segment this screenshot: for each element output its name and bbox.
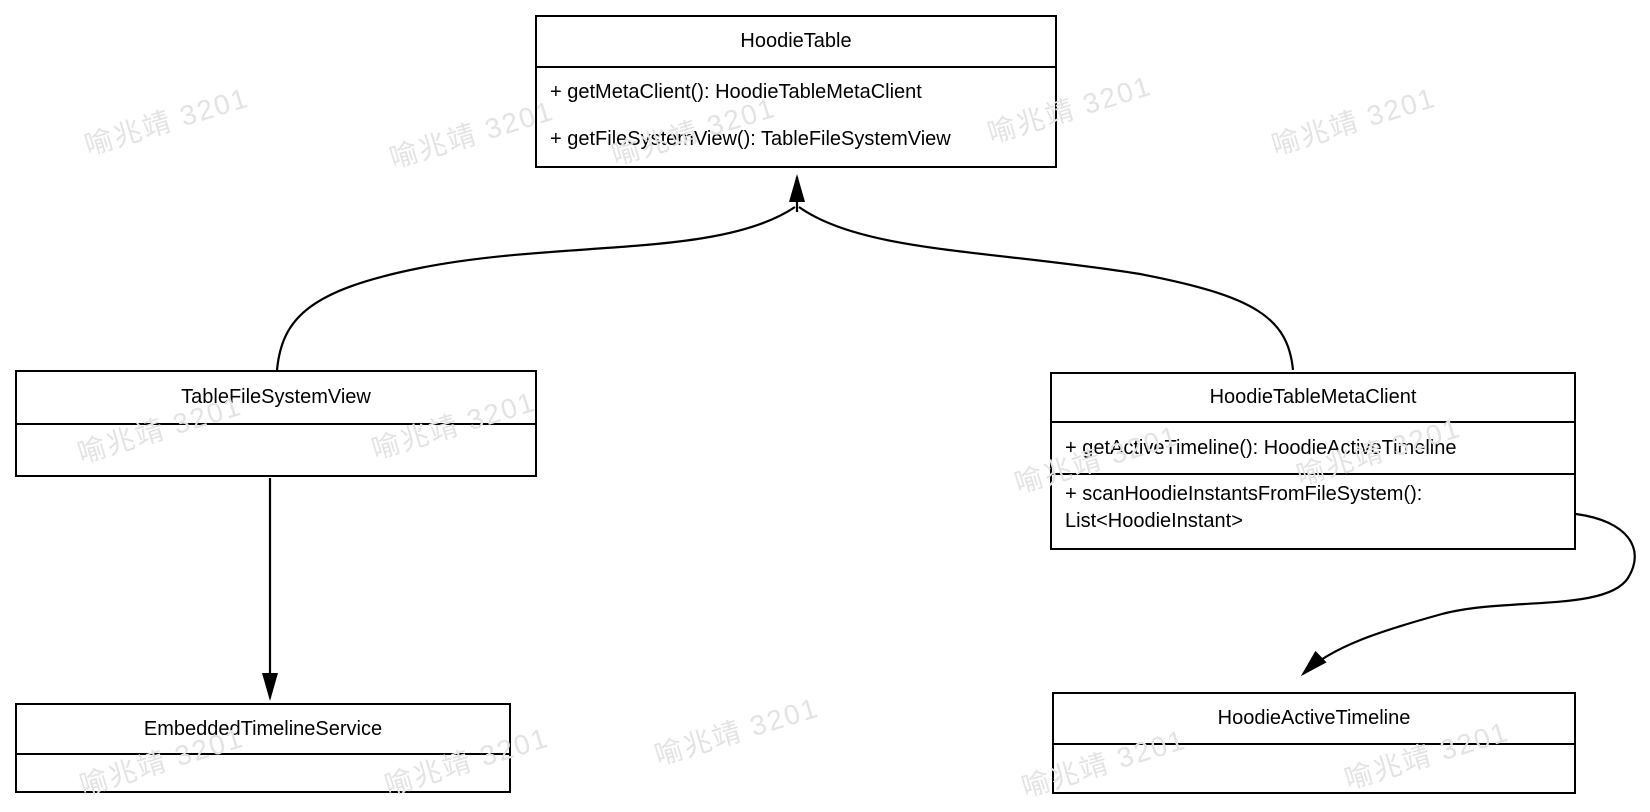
method-getactivetimeline: + getActiveTimeline(): HoodieActiveTimel… bbox=[1052, 421, 1574, 473]
class-box-hoodietable: HoodieTable + getMetaClient(): HoodieTab… bbox=[535, 15, 1057, 168]
empty-members-section bbox=[1054, 743, 1574, 792]
watermark-text: 喻兆靖 3201 bbox=[80, 81, 253, 162]
class-title-hoodietablemetaclient: HoodieTableMetaClient bbox=[1209, 386, 1417, 408]
class-box-tablefilesystemview: TableFileSystemView bbox=[15, 370, 537, 477]
empty-members-section bbox=[17, 423, 535, 475]
methods-section: + getMetaClient(): HoodieTableMetaClient… bbox=[537, 66, 1055, 166]
class-title-embeddedtimelineservice: EmbeddedTimelineService bbox=[143, 717, 383, 740]
method-scanhoodieinstants: + scanHoodieInstantsFromFileSystem(): Li… bbox=[1052, 473, 1574, 548]
class-box-hoodieactivetimeline: HoodieActiveTimeline bbox=[1052, 692, 1576, 794]
class-box-embeddedtimelineservice: EmbeddedTimelineService bbox=[15, 703, 511, 793]
class-title-tablefilesystemview: TableFileSystemView bbox=[181, 386, 371, 408]
class-box-hoodietablemetaclient: HoodieTableMetaClient + getActiveTimelin… bbox=[1050, 372, 1576, 550]
watermark-text: 喻兆靖 3201 bbox=[385, 94, 558, 175]
watermark-text: 喻兆靖 3201 bbox=[1267, 81, 1440, 162]
arrow-tablefilesystemview-to-hoodietable bbox=[275, 206, 796, 371]
method-getmetaclient: + getMetaClient(): HoodieTableMetaClient bbox=[550, 81, 922, 103]
arrow-hoodietablemetaclient-to-hoodietable bbox=[798, 206, 1295, 371]
method-getfilesystemview: + getFileSystemView(): TableFileSystemVi… bbox=[550, 128, 951, 150]
empty-members-section bbox=[17, 753, 509, 791]
class-title-hoodieactivetimeline: HoodieActiveTimeline bbox=[1217, 707, 1411, 729]
watermark-text: 喻兆靖 3201 bbox=[650, 691, 823, 772]
class-title-hoodietable: HoodieTable bbox=[740, 30, 852, 52]
